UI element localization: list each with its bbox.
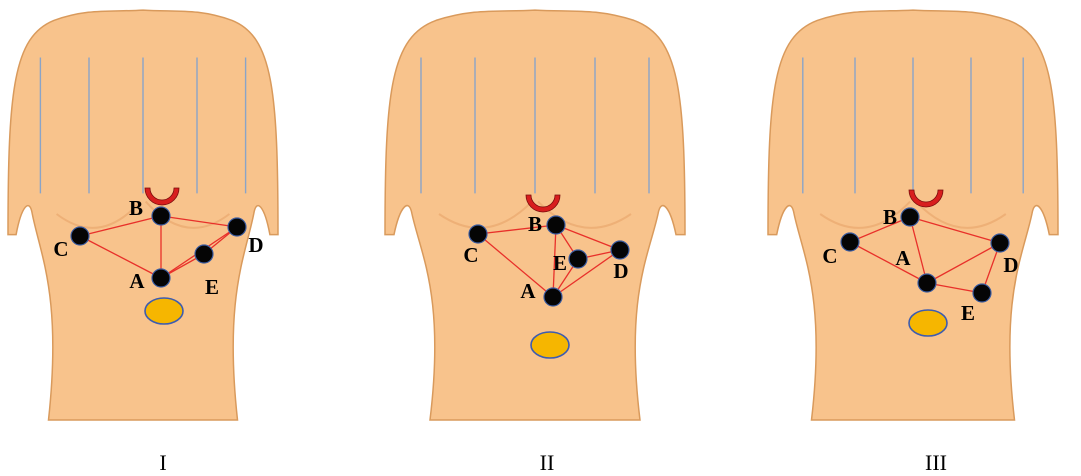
figure-caption: II xyxy=(540,450,555,475)
electrode-label-D: D xyxy=(248,233,263,257)
electrode-E xyxy=(973,284,991,302)
electrode-label-A: A xyxy=(129,269,145,293)
electrode-D xyxy=(228,218,246,236)
electrode-C xyxy=(469,225,487,243)
electrode-label-C: C xyxy=(463,243,478,267)
electrode-label-E: E xyxy=(961,301,975,325)
electrode-B xyxy=(152,207,170,225)
electrode-label-A: A xyxy=(520,279,536,303)
electrode-B xyxy=(901,208,919,226)
navel-marker xyxy=(145,298,183,324)
electrode-label-D: D xyxy=(1003,253,1018,277)
electrode-label-E: E xyxy=(553,251,567,275)
electrode-label-C: C xyxy=(822,244,837,268)
electrode-C xyxy=(841,233,859,251)
figure-caption: I xyxy=(159,450,166,475)
navel-marker xyxy=(531,332,569,358)
electrode-D xyxy=(611,241,629,259)
electrode-D xyxy=(991,234,1009,252)
electrode-E xyxy=(195,245,213,263)
navel-marker xyxy=(909,310,947,336)
electrode-label-E: E xyxy=(205,275,219,299)
electrode-A xyxy=(918,274,936,292)
electrode-label-C: C xyxy=(53,237,68,261)
electrode-A xyxy=(152,269,170,287)
electrode-label-A: A xyxy=(895,246,911,270)
torso-figure-2: A B C D E xyxy=(385,10,685,420)
electrode-B xyxy=(547,216,565,234)
torso-figure-3: AB C D E xyxy=(768,10,1058,420)
electrode-E xyxy=(569,250,587,268)
electrode-label-B: B xyxy=(528,212,542,236)
electrode-label-B: B xyxy=(883,205,897,229)
electrode-A xyxy=(544,288,562,306)
figure-caption: III xyxy=(925,450,947,475)
torso-figure-1: A B C D E xyxy=(8,10,278,420)
electrode-C xyxy=(71,227,89,245)
electrode-label-D: D xyxy=(613,259,628,283)
electrode-label-B: B xyxy=(129,196,143,220)
